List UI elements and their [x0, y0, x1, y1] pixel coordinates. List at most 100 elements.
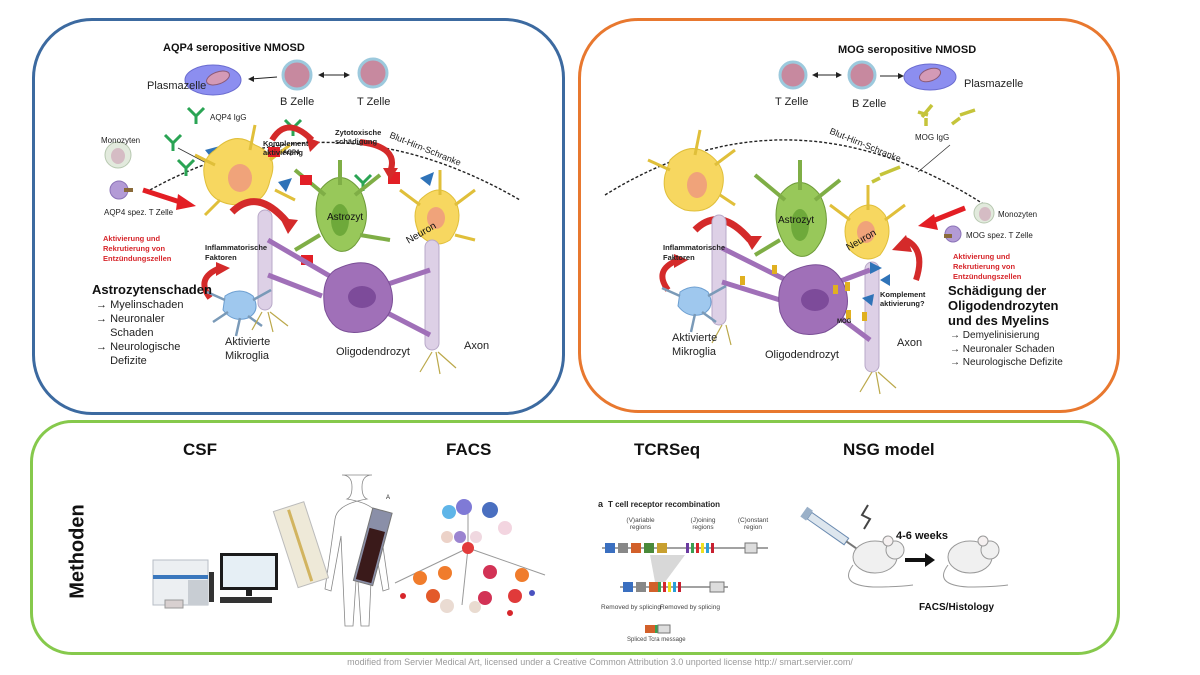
tcr-constant-label: (C)onstant region: [737, 517, 769, 531]
mouse-icon: [848, 535, 914, 588]
mog-panel: [578, 18, 1120, 413]
aqp4-astrozyt-label: Astrozyt: [327, 212, 364, 223]
facs-graphic: A: [386, 495, 546, 616]
aqp4-damage-item: → Neurologische Defizite: [96, 341, 181, 367]
arrow-right-icon: →: [96, 313, 111, 325]
aqp4-axon-label: Axon: [464, 340, 490, 352]
green-astrocyte-icon: [753, 160, 842, 257]
blood-brain-barrier-line: [149, 141, 521, 201]
aqp4-channel-label: AQP4: [283, 150, 300, 156]
attribution-footer: modified from Servier Medical Art, licen…: [347, 657, 853, 667]
aqp4-damage-item: → Neuronaler Schaden: [96, 313, 165, 339]
aqp4-igg-label: AQP4 IgG: [210, 113, 247, 122]
arrow-right-icon: →: [950, 330, 963, 341]
aqp4-t-cell-label: T Zelle: [357, 96, 391, 108]
aqp4-b-cell-label: B Zelle: [280, 96, 315, 108]
mouse-icon: [943, 535, 1009, 588]
arrow-right-icon: [905, 553, 935, 567]
mog-protein-label: MOG: [837, 319, 852, 325]
oligodendrocyte-icon: [720, 245, 872, 342]
irradiation-icon: [860, 504, 872, 530]
aqp4-plasmazelle-label: Plasmazelle: [147, 80, 207, 92]
nsg-graphic: [800, 504, 1009, 588]
tcr-removed-label-2: Removed by splicing: [660, 604, 720, 611]
b-cell-icon: [281, 59, 313, 91]
mog-igg-label: MOG IgG: [915, 133, 950, 142]
cell-counter-instrument-icon: [152, 559, 209, 609]
aqp4-damage-item: → Myelinschaden: [96, 299, 184, 311]
tcr-title: T cell receptor recombination: [608, 500, 720, 509]
yellow-astrocyte-icon: [647, 129, 736, 212]
mog-damage-item: → Neurologische Defizite: [950, 357, 1063, 368]
tcrseq-heading: TCRSeq: [634, 440, 701, 459]
mog-t-cell-spec-label: MOG spez. T Zelle: [966, 231, 1033, 240]
mog-plasmazelle-label: Plasmazelle: [964, 78, 1024, 90]
aqp4-oligo-label: Oligodendrozyt: [336, 346, 410, 358]
recruitment-arrow-icon: [142, 187, 181, 205]
mog-axon-label: Axon: [897, 337, 923, 349]
mog-b-cell-label: B Zelle: [852, 98, 887, 110]
spliced-message-icon: [645, 624, 671, 634]
axon-left-icon: [257, 209, 273, 311]
aqp4-activation-label: Aktivierung und Rekrutierung von Entzünd…: [103, 234, 172, 263]
arrow-right-icon: →: [96, 299, 111, 311]
csf-graphic: [152, 474, 393, 627]
facs-panel-letter: A: [386, 495, 390, 501]
neuron-icon: [399, 170, 476, 245]
mog-damage-title: Schädigung der Oligodendrozyten und des …: [948, 283, 1059, 328]
facs-heading: FACS: [446, 440, 492, 459]
blood-brain-barrier-line: [604, 139, 986, 206]
methods-panel: [30, 420, 1120, 655]
mog-astrozyt-label: Astrozyt: [778, 215, 815, 226]
nsg-readout-label: FACS/Histology: [919, 602, 995, 613]
csf-heading: CSF: [183, 440, 217, 459]
aqp4-damage-title: Astrozytenschaden: [92, 282, 212, 297]
blood-tube-icon: [352, 507, 393, 587]
b-cell-icon: [847, 60, 877, 90]
constant-segment-icon: [744, 542, 758, 554]
mog-title: MOG seropositive NMOSD: [838, 44, 977, 56]
tcr-letter: a: [598, 499, 604, 509]
t-cell-icon: [357, 57, 389, 89]
aqp4-t-cell-spec-label: AQP4 spez. T Zelle: [104, 208, 174, 217]
recruitment-arrow-icon: [929, 205, 966, 225]
tcr-spliced-label: Spliced Tcra message: [627, 637, 686, 643]
joining-segments-icon: [686, 543, 714, 553]
mog-mikroglia-label: Aktivierte Mikroglia: [672, 332, 718, 358]
aqp4-cells-graphic: [104, 57, 521, 375]
aqp4-damage-list: → Myelinschaden → Neuronaler Schaden → N…: [96, 298, 206, 368]
microglia-icon: [661, 284, 727, 333]
pipette-icon: [209, 572, 214, 602]
mog-komplement-label: Komplement aktivierung?: [880, 290, 926, 308]
methods-label: Methoden: [66, 504, 89, 599]
mog-damage-item: → Demyelinisierung: [950, 330, 1040, 341]
axon-right-icon: [864, 261, 880, 373]
aqp4-title: AQP4 seropositive NMOSD: [163, 42, 305, 54]
arrow-right-icon: →: [950, 357, 963, 368]
mog-activation-label: Aktivierung und Rekrutierung von Entzünd…: [953, 252, 1022, 281]
mog-damage-list: → Demyelinisierung → Neuronaler Schaden …: [950, 329, 1080, 370]
computer-monitor-icon: [220, 553, 278, 603]
nsg-heading: NSG model: [843, 440, 935, 459]
tcr-graphic: a T cell receptor recombination: [598, 499, 768, 634]
mog-damage-item: → Neuronaler Schaden: [950, 343, 1055, 355]
complement-triangle-icon: [862, 262, 890, 306]
microglia-icon: [206, 288, 272, 337]
axon-right-icon: [424, 239, 440, 351]
syringe-icon: [800, 506, 857, 550]
mog-t-cell-label: T Zelle: [775, 96, 809, 108]
aqp4-mikroglia-label: Aktivierte Mikroglia: [225, 336, 271, 362]
spinal-cord-image-icon: [272, 501, 330, 589]
oligodendrocyte-icon: [266, 237, 432, 338]
aqp4-inflam-label: Inflammatorische Faktoren: [205, 243, 268, 262]
aqp4-komplement-label: Komplement aktivierung: [263, 139, 309, 157]
mog-igg-icon: [871, 103, 976, 184]
mog-oligo-label: Oligodendrozyt: [765, 349, 839, 361]
immune-cell-node-icon: [400, 499, 535, 616]
mog-protein-icon: [740, 265, 867, 321]
tcr-variable-label: (V)ariable regions: [626, 517, 655, 531]
t-cell-icon: [778, 60, 808, 90]
aqp4-zytotox-label: Zytotoxische schädigung: [335, 128, 382, 146]
axon-left-icon: [711, 214, 727, 326]
tcr-removed-label-1: Removed by splicing: [601, 604, 661, 611]
